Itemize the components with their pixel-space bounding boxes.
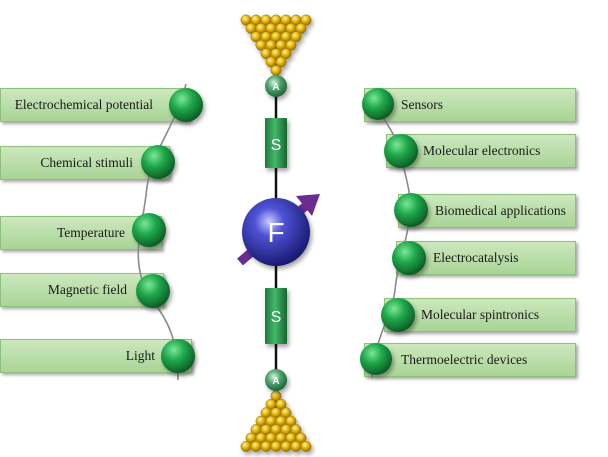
left-label-electrochemical-potential: Electrochemical potential [0, 88, 190, 122]
bottom-gold-atom [250, 440, 262, 452]
left-ball-chemical-stimuli [141, 145, 175, 179]
bottom-anchor-label: A [272, 376, 279, 387]
top-anchor-label: A [272, 82, 279, 93]
left-label-light: Light [0, 339, 192, 373]
top-gold-atom [290, 31, 302, 43]
right-label-thermoelectric-devices: Thermoelectric devices [364, 343, 576, 377]
right-ball-electrocatalysis [392, 241, 426, 275]
bottom-gold-atom [290, 440, 302, 452]
top-gold-atom [300, 14, 312, 26]
bottom-spacer-block [265, 288, 287, 344]
bottom-gold-electrode [240, 390, 312, 452]
left-label-temperature: Temperature [0, 216, 162, 250]
core-group: F [242, 198, 310, 266]
core-atom [242, 198, 310, 266]
top-gold-atom [295, 22, 307, 34]
right-label-molecular-spintronics: Molecular spintronics [384, 298, 576, 332]
top-anchor-atom [265, 75, 287, 97]
right-ball-thermoelectric-devices [360, 343, 392, 375]
bottom-gold-atom [260, 440, 272, 452]
bottom-gold-atom [240, 440, 252, 452]
bottom-gold-atom [280, 440, 292, 452]
bottom-spacer-group: S [265, 288, 287, 344]
right-label-biomedical-applications: Biomedical applications [398, 194, 576, 228]
top-gold-atom [270, 64, 282, 76]
bottom-gold-atom [290, 424, 302, 436]
bottom-spacer-label: S [271, 309, 282, 326]
top-anchor-group: A [265, 75, 287, 97]
top-spacer-group: S [265, 118, 287, 168]
top-gold-atom [275, 56, 287, 68]
bottom-anchor-group: A [265, 369, 287, 391]
left-ball-light [161, 339, 195, 373]
top-spacer-block [265, 118, 287, 168]
left-ball-temperature [132, 213, 166, 247]
right-ball-sensors [362, 88, 394, 120]
left-ball-electrochemical-potential [169, 88, 203, 122]
left-ball-magnetic-field [136, 274, 170, 308]
top-gold-atom [285, 39, 297, 51]
right-label-sensors: Sensors [364, 88, 576, 122]
bottom-gold-atom [275, 398, 287, 410]
bottom-gold-atom [295, 432, 307, 444]
bottom-gold-atom [300, 440, 312, 452]
right-ball-molecular-electronics [384, 134, 418, 168]
bottom-gold-atom [280, 407, 292, 419]
top-spacer-label: S [271, 137, 282, 154]
top-gold-atom [280, 48, 292, 60]
bottom-gold-atom [270, 440, 282, 452]
core-label: F [267, 217, 284, 248]
top-gold-electrode [240, 14, 312, 76]
bottom-gold-atom [285, 415, 297, 427]
bottom-anchor-atom [265, 369, 287, 391]
right-ball-biomedical-applications [394, 193, 428, 227]
right-ball-molecular-spintronics [381, 298, 415, 332]
